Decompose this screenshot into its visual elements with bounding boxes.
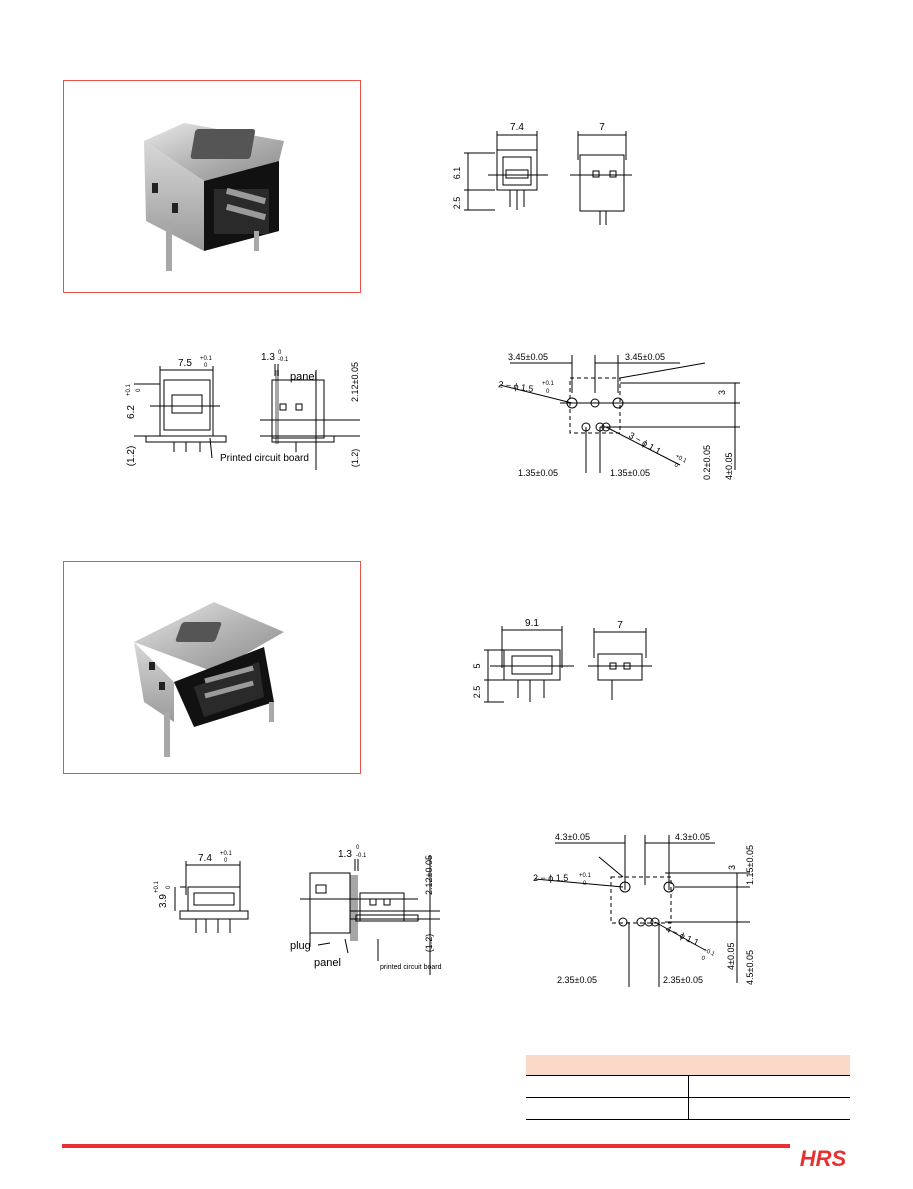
pcb2-dim-3: 3 <box>727 865 737 870</box>
hrs-logo: HRS <box>800 1146 847 1171</box>
pcb1-dim-4: 4±0.05 <box>724 453 734 480</box>
pcb2-hole-small-tol-bot: 0 <box>700 955 706 962</box>
pcb2-hole-big: 2 − ϕ 1.5 <box>533 873 568 883</box>
ext2-height-bottom: 2.5 <box>472 686 482 699</box>
panel1-height-tol-top: +0.1 <box>126 383 132 396</box>
pcb1-hole-big-tol-bot: 0 <box>546 389 550 395</box>
table-row <box>526 1097 850 1120</box>
table-cell <box>688 1075 850 1098</box>
panel2-lead: (1.2) <box>424 934 434 953</box>
pcb1-hole-small-tol-bot: 0 <box>673 463 679 470</box>
panel2-thickness-tol-top: 0 <box>356 845 360 851</box>
panel1-lead: (1.2) <box>126 446 137 467</box>
table-cell <box>688 1097 850 1120</box>
panel-cutout-drawing-1: 7.5 +0.1 0 6.2 +0.1 0 (1.2) Printed circ… <box>126 350 360 470</box>
panel1-width: 7.5 <box>178 358 192 369</box>
panel2-panel-label: panel <box>314 957 341 969</box>
pcb1-dim-02: 0.2±0.05 <box>702 445 712 480</box>
product-photo-1 <box>63 80 361 293</box>
pcb2-pitch-right: 4.3±0.05 <box>675 832 710 842</box>
panel2-width-tol-bot: 0 <box>224 858 228 864</box>
ext2-height-top: 5 <box>472 663 482 668</box>
panel2-height-tol-bot: 0 <box>166 885 172 889</box>
pcb1-pitch-left: 3.45±0.05 <box>508 352 548 362</box>
pcb2-hole-small-tol-top: +0.1 <box>702 947 716 958</box>
panel1-thickness-tol-bot: -0.1 <box>278 357 289 363</box>
panel2-height-tol-top: +0.1 <box>154 880 160 893</box>
panel1-thickness-tol-top: 0 <box>278 350 282 356</box>
pcb2-pitch-left: 4.3±0.05 <box>555 832 590 842</box>
ext1-height-bottom: 2.5 <box>452 197 462 210</box>
part-number-table <box>526 1055 850 1120</box>
ext1-height-top: 6.1 <box>452 167 462 180</box>
table-header-cell <box>526 1055 688 1076</box>
pcb2-hole-small: 4 − ϕ 1.1 <box>664 924 700 948</box>
panel2-width-tol-top: +0.1 <box>220 851 233 857</box>
footer-rule <box>62 1144 790 1148</box>
pcb2-dim-4: 4±0.05 <box>726 943 736 970</box>
panel2-height-dim: 2.12±0.05 <box>424 855 434 895</box>
hrs-logo-text: HRS <box>800 1146 847 1171</box>
table-cell <box>526 1075 689 1098</box>
ext1-width: 7.4 <box>510 122 524 133</box>
panel2-plug-label: plug <box>290 940 311 952</box>
panel2-thickness-tol-bot: -0.1 <box>356 853 367 859</box>
connector-photo-1 <box>144 123 284 271</box>
external-dimensions-1: 7.4 7 6.1 2.5 <box>452 122 632 225</box>
table-cell <box>526 1097 689 1120</box>
panel1-lead2: (1.2) <box>350 449 360 468</box>
panel1-panel-label: panel <box>290 371 317 383</box>
pcb1-hole-small: 3 − ϕ 1.1 <box>627 430 663 456</box>
panel1-height-dim: 2.12±0.05 <box>350 362 360 402</box>
panel2-thickness: 1.3 <box>338 849 352 860</box>
panel2-pcb-label: printed circuit board <box>380 964 442 971</box>
pcb2-bottom-left: 2.35±0.05 <box>557 975 597 985</box>
external-dimensions-2: 9.1 7 5 2.5 <box>472 618 652 703</box>
ext1-side-width: 7 <box>599 122 605 133</box>
pcb1-dim-3: 3 <box>717 390 727 395</box>
pcb1-bottom-left: 1.35±0.05 <box>518 468 558 478</box>
panel-cutout-drawing-2: 7.4 +0.1 0 3.9 +0.1 0 1.3 0 -0.1 2.12±0.… <box>154 845 442 975</box>
panel1-width-tol-bot: 0 <box>204 363 208 369</box>
table-row <box>526 1075 850 1098</box>
connector-photo-2 <box>134 602 284 757</box>
panel1-height: 6.2 <box>126 405 137 419</box>
pcb1-hole-big-tol-top: +0.1 <box>542 381 555 387</box>
pcb-layout-drawing-2: 4.3±0.05 4.3±0.05 2 − ϕ 1.5 +0.1 0 4 − ϕ… <box>533 832 755 987</box>
pcb2-hole-big-tol-top: +0.1 <box>579 873 592 879</box>
pcb1-hole-small-tol-top: +0.1 <box>674 454 688 465</box>
panel1-width-tol-top: +0.1 <box>200 356 213 362</box>
ext2-side-width: 7 <box>617 620 623 631</box>
pcb2-dim-45: 4.5±0.05 <box>745 950 755 985</box>
pcb-layout-drawing-1: 3.45±0.05 3.45±0.05 2 − ϕ 1.5 +0.1 0 3 −… <box>498 352 740 480</box>
panel1-height-tol-bot: 0 <box>136 388 142 392</box>
pcb1-hole-big: 2 − ϕ 1.5 <box>498 379 534 394</box>
product-photo-2 <box>63 561 361 774</box>
pcb1-bottom-right: 1.35±0.05 <box>610 468 650 478</box>
panel1-thickness: 1.3 <box>261 352 275 363</box>
table-header-row <box>526 1055 850 1076</box>
ext2-width: 9.1 <box>525 618 539 629</box>
panel2-height: 3.9 <box>158 894 169 908</box>
panel1-pcb-label: Printed circuit board <box>220 453 309 464</box>
panel2-width: 7.4 <box>198 853 212 864</box>
pcb2-bottom-right: 2.35±0.05 <box>663 975 703 985</box>
pcb1-pitch-right: 3.45±0.05 <box>625 352 665 362</box>
pcb2-hole-big-tol-bot: 0 <box>583 881 587 887</box>
table-header-cell <box>688 1055 850 1076</box>
pcb2-dim-115: 1.15±0.05 <box>745 845 755 885</box>
